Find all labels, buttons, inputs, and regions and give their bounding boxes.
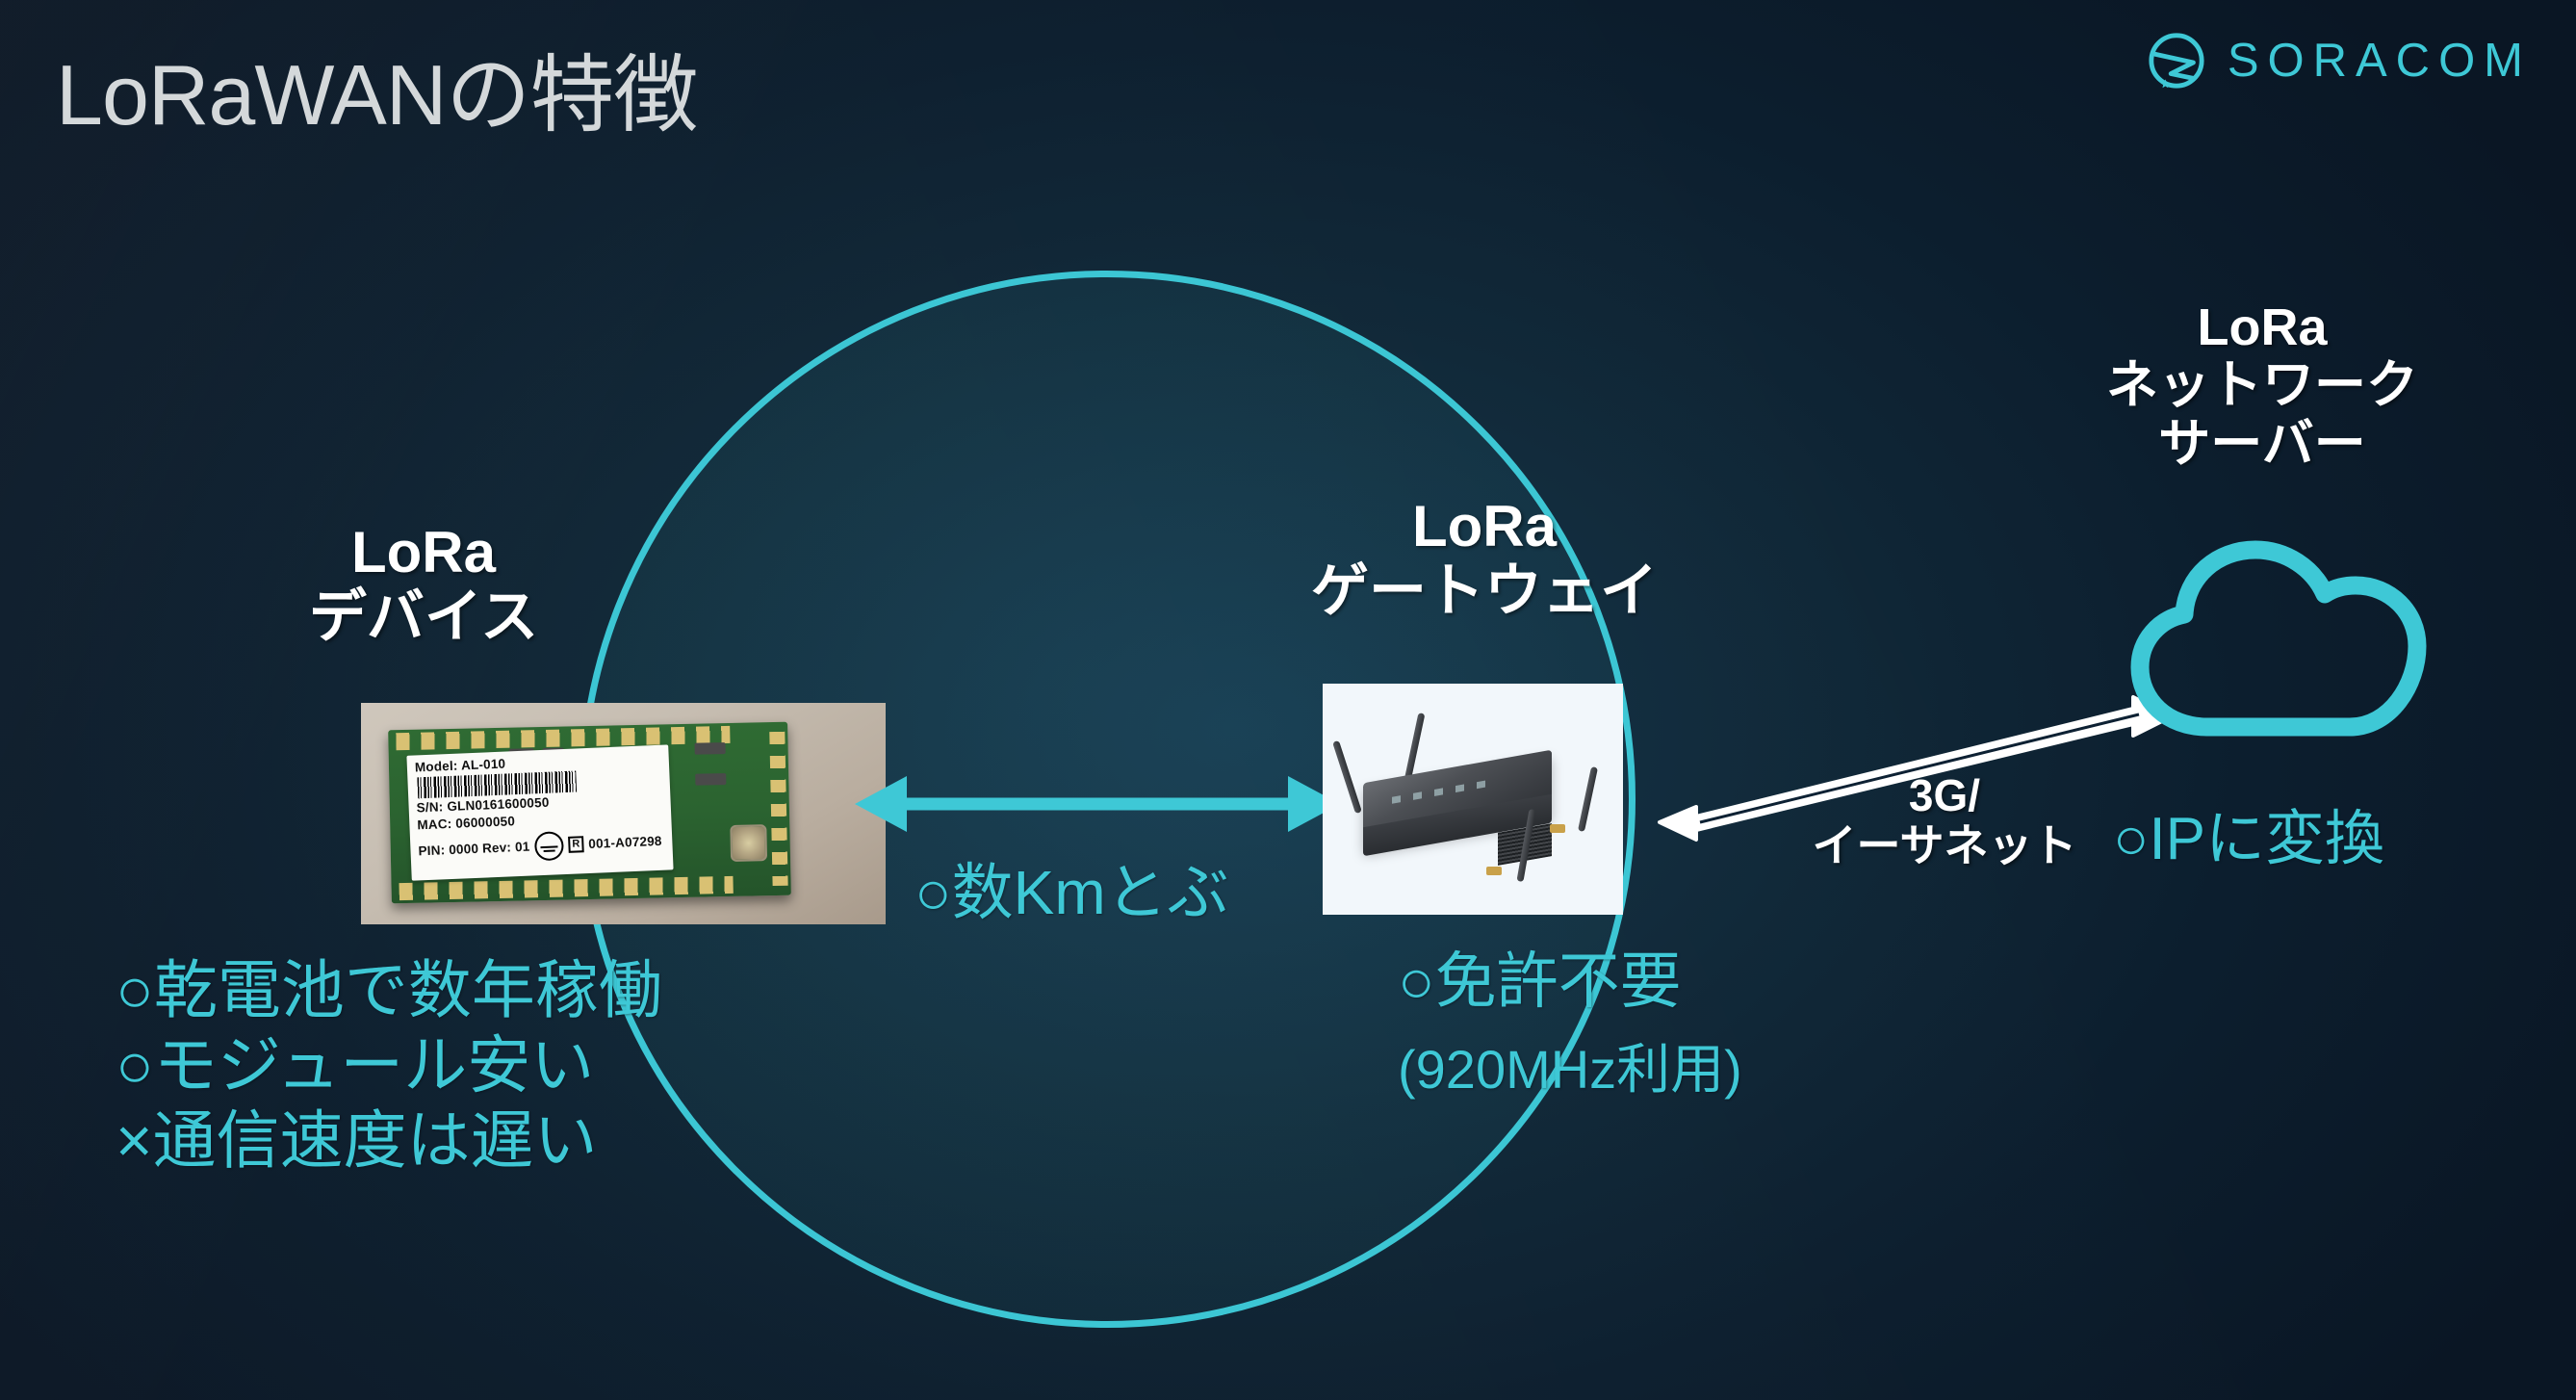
backhaul-link-label: 3G/ イーサネット xyxy=(1812,770,2077,871)
pcb-pads-bottom xyxy=(399,875,734,901)
device-label-model: Model: AL-010 xyxy=(414,756,506,775)
pcb-component xyxy=(694,742,726,755)
telec-certification-icon xyxy=(533,830,565,861)
lora-gateway-router-photo xyxy=(1323,684,1623,915)
gateway-antenna-base xyxy=(1550,824,1565,833)
r-mark-icon: R xyxy=(568,836,584,853)
pcb-pads-right xyxy=(769,731,788,887)
device-label-sticker: Model: AL-010 S/N: GLN0161600050 MAC: 06… xyxy=(406,744,674,881)
device-label-cert-number: 001-A07298 xyxy=(587,833,662,851)
lora-network-server-note: ○IPに変換 xyxy=(2113,806,2385,872)
pcb-component xyxy=(695,773,727,786)
device-label-pin-rev: PIN: 0000 Rev: 01 xyxy=(418,839,530,859)
page-title: LoRaWANの特徴 xyxy=(56,47,698,143)
lora-gateway-subnote: (920MHz利用) xyxy=(1398,1039,1742,1100)
gateway-antenna xyxy=(1578,766,1598,832)
cloud-icon xyxy=(2130,540,2427,737)
lora-gateway-heading: LoRa ゲートウェイ xyxy=(1311,494,1658,624)
gateway-antenna xyxy=(1332,739,1362,815)
soracom-logo-text: SORACOM xyxy=(2227,34,2532,87)
gateway-cloud-double-headed-arrow-outline-icon xyxy=(1658,695,2174,842)
device-gateway-double-headed-arrow-icon xyxy=(855,776,1340,832)
soracom-logo: SORACOM xyxy=(2147,31,2532,91)
soracom-logo-icon xyxy=(2149,33,2204,89)
lora-device-notes: ○乾電池で数年稼働 ○モジュール安い ×通信速度は遅い xyxy=(116,954,662,1176)
lora-range-label: ○数Kmとぶ xyxy=(914,858,1229,927)
lora-device-heading: LoRa デバイス xyxy=(308,520,539,650)
gateway-antenna-base xyxy=(1486,867,1502,875)
pcb-board: Model: AL-010 S/N: GLN0161600050 MAC: 06… xyxy=(388,721,791,904)
pcb-antenna-connector xyxy=(730,824,768,862)
gateway-antenna xyxy=(1404,713,1426,782)
lora-gateway-note: ○免許不要 xyxy=(1398,946,1682,1016)
lora-network-server-heading: LoRa ネットワーク サーバー xyxy=(2106,298,2418,473)
lora-device-module-photo: Model: AL-010 S/N: GLN0161600050 MAC: 06… xyxy=(361,703,886,924)
pcb-pads-top xyxy=(396,725,731,751)
device-label-barcode xyxy=(417,769,578,798)
